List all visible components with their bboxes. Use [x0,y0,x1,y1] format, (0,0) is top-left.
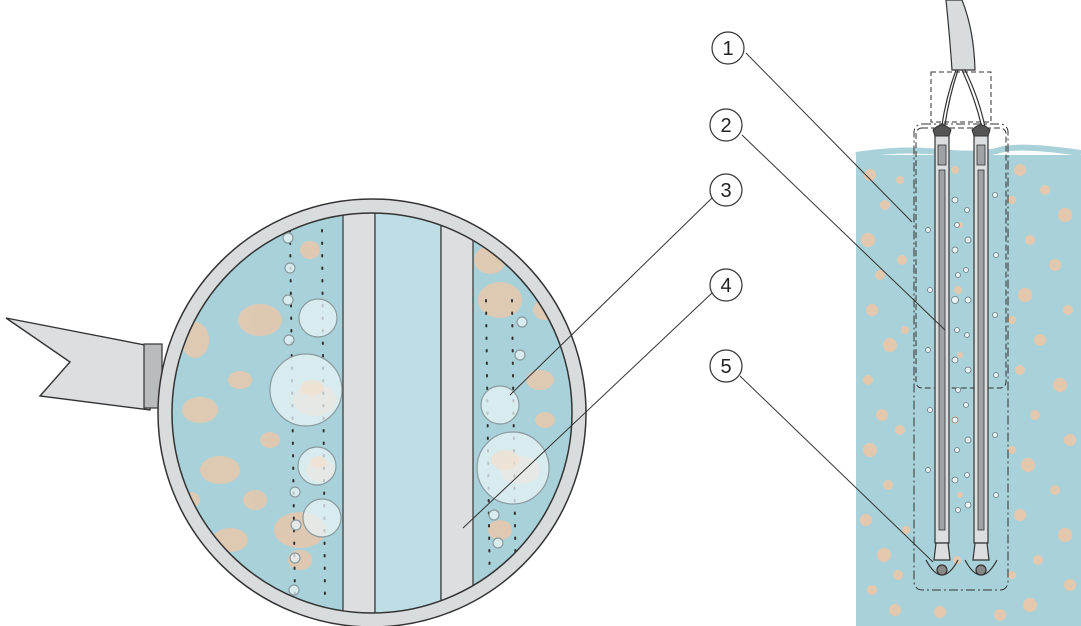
tank-liquid [856,155,1081,626]
air-bubbles [925,192,999,513]
immersion-probe-icon [913,0,1009,591]
air-bubbles-magnified [269,232,550,596]
sensor-channel [374,213,442,613]
sensor-wall-right [440,213,474,613]
tank [855,144,1081,626]
probe-feet [925,542,998,576]
probe-upper-box [915,127,1007,389]
probe-mounting-box [913,123,1009,591]
callout-1-label: 1 [722,38,733,60]
callout-3: 3 [509,173,743,396]
callout-4: 4 [462,268,743,529]
probe-cable [945,0,976,71]
magnifying-glass-icon [5,198,587,626]
callout-3-circle [709,173,743,207]
callout-5-label: 5 [720,356,731,378]
callout-2-label: 2 [720,115,731,137]
callout-2-circle [709,108,743,142]
callout-4-label: 4 [720,275,731,297]
probe-head-box [930,71,992,123]
callout-3-label: 3 [720,180,731,202]
magnifier-handle [5,317,151,411]
callout-4-circle [709,268,743,302]
callout-5: 5 [709,349,934,563]
callout-2: 2 [709,108,946,331]
callout-1-circle [711,31,745,65]
sensor-wall-left [342,213,376,613]
callout-1: 1 [711,31,913,223]
callout-5-circle [709,349,743,383]
sludge-particles [860,164,1076,621]
